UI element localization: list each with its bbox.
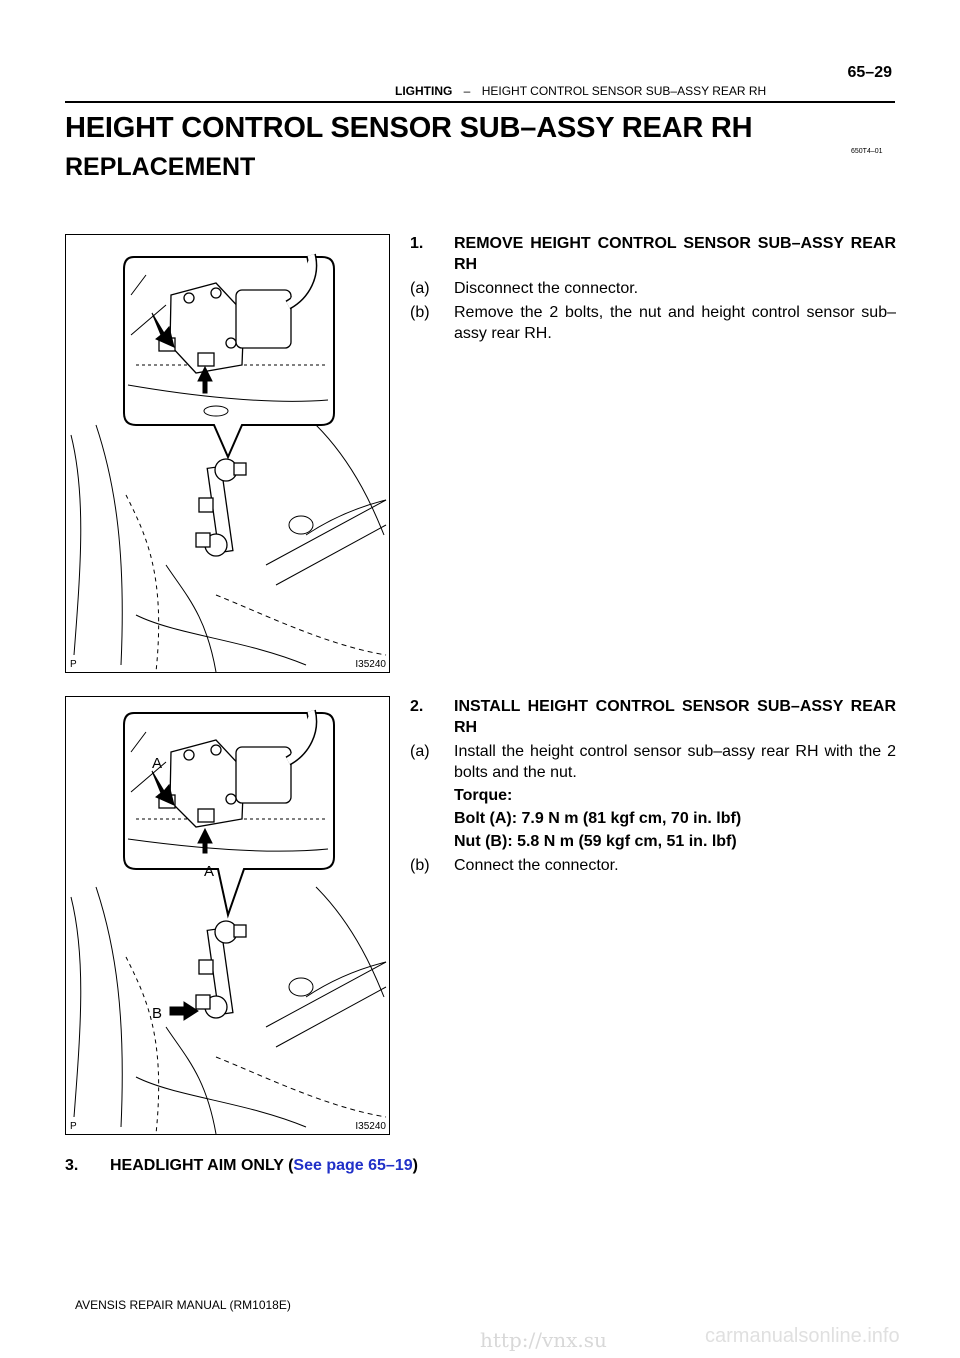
callout-a-lower: A <box>204 863 215 880</box>
illustration-remove-sensor <box>70 253 387 672</box>
step-1a-label: (a) <box>410 280 430 297</box>
running-header: LIGHTING – HEIGHT CONTROL SENSOR SUB–ASS… <box>395 84 766 98</box>
see-page-link[interactable]: See page 65–19 <box>293 1157 413 1174</box>
step-1-title: REMOVE HEIGHT CONTROL SENSOR SUB–ASSY RE… <box>454 235 896 273</box>
watermark-url: http://vnx.su <box>480 1328 607 1352</box>
step-2-number: 2. <box>410 698 424 715</box>
step-2-title: INSTALL HEIGHT CONTROL SENSOR SUB–ASSY R… <box>454 698 896 736</box>
step-3-close: ) <box>412 1157 418 1174</box>
step-3: 3. HEADLIGHT AIM ONLY (See page 65–19) <box>65 1155 665 1176</box>
page-number: 65–29 <box>847 64 893 81</box>
torque-nut-b: Nut (B): 5.8 N m (59 kgf cm, 51 in. lbf) <box>454 833 737 850</box>
step-1: 1. REMOVE HEIGHT CONTROL SENSOR SUB–ASSY… <box>410 233 896 344</box>
step-3-text: HEADLIGHT AIM ONLY ( <box>110 1157 294 1174</box>
figure-1-id: I35240 <box>355 659 386 670</box>
figure-2: A A B P I35240 <box>65 696 390 1135</box>
step-3-number: 3. <box>65 1157 79 1174</box>
step-2a-label: (a) <box>410 743 430 760</box>
step-2: 2. INSTALL HEIGHT CONTROL SENSOR SUB–ASS… <box>410 696 896 876</box>
header-section: LIGHTING <box>395 84 453 98</box>
step-2b-label: (b) <box>410 857 430 874</box>
document-code: 650T4–01 <box>851 148 883 155</box>
step-2b-text: Connect the connector. <box>454 857 619 874</box>
callout-a-upper: A <box>152 755 163 772</box>
header-dash: – <box>463 84 471 98</box>
page-title: HEIGHT CONTROL SENSOR SUB–ASSY REAR RH <box>65 112 753 144</box>
figure-2-id: I35240 <box>355 1121 386 1132</box>
header-topic: HEIGHT CONTROL SENSOR SUB–ASSY REAR RH <box>481 84 767 98</box>
header-rule <box>65 101 895 103</box>
illustration-install-sensor <box>70 709 387 1134</box>
figure-1-corner-label: P <box>70 659 77 670</box>
torque-bolt-a: Bolt (A): 7.9 N m (81 kgf cm, 70 in. lbf… <box>454 810 742 827</box>
step-1a-text: Disconnect the connector. <box>454 280 639 297</box>
figure-2-corner-label: P <box>70 1121 77 1132</box>
torque-label: Torque: <box>454 787 513 804</box>
watermark: carmanualsonline.info <box>705 1325 900 1347</box>
page-subtitle: REPLACEMENT <box>65 153 256 181</box>
step-1b-label: (b) <box>410 304 430 321</box>
callout-b: B <box>152 1005 163 1022</box>
step-1-number: 1. <box>410 235 424 252</box>
step-1b-text: Remove the 2 bolts, the nut and height c… <box>454 304 896 342</box>
footer: AVENSIS REPAIR MANUAL (RM1018E) <box>75 1298 291 1312</box>
figure-1: P I35240 <box>65 234 390 673</box>
step-2a-text: Install the height control sensor sub–as… <box>454 743 896 781</box>
